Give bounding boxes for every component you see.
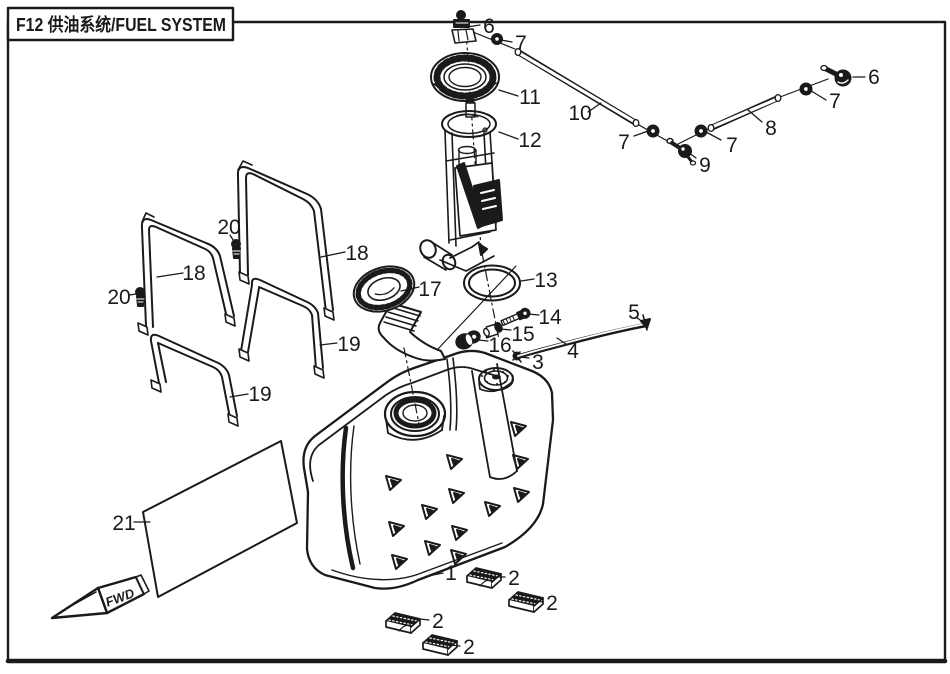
fuel-rod-10 xyxy=(514,47,640,128)
elbow-nut-7 xyxy=(799,82,813,96)
callout-14-bolt: 14 xyxy=(538,306,562,329)
callout-20-screw-top: 20 xyxy=(217,216,240,239)
strap-19-right xyxy=(238,277,325,379)
fuel-rod-8 xyxy=(707,93,782,133)
callout-2-pad-a: 2 xyxy=(508,567,520,590)
tank-outlet xyxy=(478,367,514,393)
callout-labels: 6 7 11 12 10 6 7 8 7 9 7 13 17 14 15 16 … xyxy=(107,15,880,659)
pump-elbow-fitting xyxy=(451,10,477,44)
rubber-pad-2a xyxy=(466,567,502,589)
rubber-pad-2c xyxy=(385,612,421,634)
vent-bolt-14 xyxy=(500,307,531,327)
tee-fitting-9 xyxy=(666,137,697,166)
screw-20-top xyxy=(231,239,241,259)
tank-dimples xyxy=(385,421,530,570)
callout-4-hose: 4 xyxy=(567,340,579,363)
callout-20-screw-left: 20 xyxy=(107,286,130,309)
callout-15-valve: 15 xyxy=(511,323,534,346)
callout-16-grommet: 16 xyxy=(488,334,511,357)
callout-3-clamp: 3 xyxy=(532,351,544,374)
strap-18-right xyxy=(236,160,335,321)
callout-19-strap-right: 19 xyxy=(337,333,360,356)
strap-18-left xyxy=(137,212,236,336)
vent-valve-15 xyxy=(482,321,503,339)
fuel-tank xyxy=(302,349,555,590)
callout-18-strap-left: 18 xyxy=(182,262,205,285)
pump-opening-collar xyxy=(383,390,447,441)
callout-1-tank: 1 xyxy=(445,562,457,585)
seal-o-ring xyxy=(463,264,521,302)
pump-fitting-nut xyxy=(491,33,503,45)
pump-lock-ring xyxy=(430,52,500,102)
callout-18-strap-right: 18 xyxy=(345,242,368,265)
callout-2-pad-b: 2 xyxy=(546,592,558,615)
title-box xyxy=(6,6,235,42)
callout-11-lock-ring: 11 xyxy=(519,86,541,109)
grommet-16 xyxy=(455,330,481,350)
callout-8-rod: 8 xyxy=(765,117,777,140)
callout-21-sheet: 21 xyxy=(112,512,135,535)
callout-9-tee: 9 xyxy=(699,154,711,177)
fuel-hose-4 xyxy=(514,322,649,360)
callout-10-rod: 10 xyxy=(568,102,591,125)
fwd-arrow xyxy=(50,574,150,620)
filler-neck xyxy=(377,302,446,362)
fuel-cap xyxy=(352,265,416,313)
rod-nut-7-left xyxy=(646,124,660,138)
hose-clip-5 xyxy=(640,314,651,331)
callout-5-clip: 5 xyxy=(628,301,640,324)
rubber-pad-2b xyxy=(508,591,544,613)
callout-2-pad-c: 2 xyxy=(432,610,444,633)
strap-19-left xyxy=(149,333,239,427)
fuel-pump-assembly xyxy=(419,96,503,272)
callout-17-fuel-cap: 17 xyxy=(418,278,441,301)
callout-7-pump-nut: 7 xyxy=(515,32,527,55)
screw-20-left xyxy=(135,287,145,307)
page-title: F12 供油系统/FUEL SYSTEM xyxy=(16,14,226,35)
callout-7-tee-nut-left: 7 xyxy=(618,131,630,154)
callout-7-tee-nut-right: 7 xyxy=(726,134,738,157)
elbow-fitting-6-right xyxy=(820,64,852,87)
callout-19-strap-left: 19 xyxy=(248,383,271,406)
callout-12-fuel-pump: 12 xyxy=(518,129,541,152)
heat-shield-sheet xyxy=(142,440,298,598)
rod-nut-7-right xyxy=(694,124,708,138)
page-border xyxy=(5,20,948,664)
callout-6-pump-fitting: 6 xyxy=(483,15,495,38)
callout-7-elbow-nut: 7 xyxy=(829,90,841,113)
callout-2-pad-d: 2 xyxy=(463,636,475,659)
callout-6-elbow: 6 xyxy=(868,66,880,89)
callout-13-seal-ring: 13 xyxy=(534,269,557,292)
callout-leaders xyxy=(128,24,866,647)
